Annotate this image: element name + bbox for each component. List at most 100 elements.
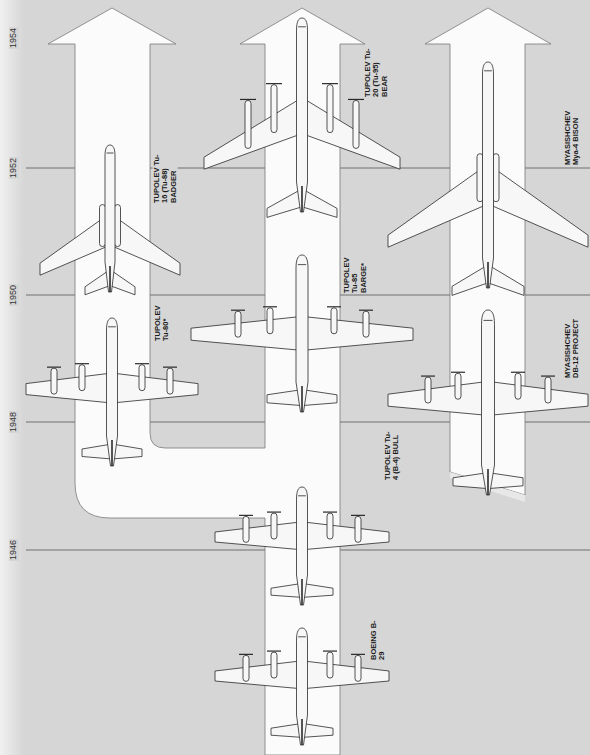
propeller xyxy=(267,650,281,651)
propeller xyxy=(323,650,337,651)
fuselage xyxy=(296,255,308,412)
lineage-band xyxy=(456,288,520,310)
aircraft-drawing xyxy=(191,255,413,412)
aircraft-drawing xyxy=(40,145,180,295)
engine-nacelle xyxy=(363,311,369,337)
aircraft-label: TUPOLEV Tu-85 BARGE* xyxy=(343,250,368,294)
engine-nacelle xyxy=(545,377,551,403)
engine-nacelle xyxy=(515,373,521,399)
year-label: 1950 xyxy=(9,284,19,306)
propeller xyxy=(231,310,245,311)
fuselage xyxy=(482,310,495,495)
year-label: 1946 xyxy=(9,539,19,561)
engine-nacelle xyxy=(79,365,85,391)
propeller xyxy=(266,83,282,84)
fin xyxy=(109,266,111,292)
propeller xyxy=(240,99,256,100)
propeller xyxy=(421,375,435,376)
aircraft-node: TUPOLEV Tu-4 (B-4) BULL xyxy=(215,487,389,605)
propeller xyxy=(239,515,253,516)
engine-nacelle xyxy=(271,513,277,539)
engine-nacelle xyxy=(235,311,241,337)
propeller xyxy=(511,372,525,373)
propeller xyxy=(323,511,337,512)
aircraft-drawing xyxy=(26,318,198,466)
aircraft-node: TUPOLEV Tu-20 (Tu-95) BEAR xyxy=(204,18,400,212)
aircraft-node: TUPOLEV Tu-80* xyxy=(26,318,198,466)
lineage-arrow-band xyxy=(425,8,551,495)
engine-nacelle xyxy=(353,100,359,148)
propeller xyxy=(359,310,373,311)
cockpit xyxy=(298,264,306,265)
engine-nacelle xyxy=(355,516,361,542)
lineage-band xyxy=(270,605,334,628)
aircraft-drawing xyxy=(215,628,389,745)
lineage-band xyxy=(112,466,280,487)
fuselage xyxy=(483,62,494,288)
fin xyxy=(301,579,303,605)
propeller xyxy=(451,372,465,373)
aircraft-label: TUPOLEV Tu-16 (Tu-88) BADGER xyxy=(153,152,178,204)
fin xyxy=(301,186,303,212)
aircraft-drawing xyxy=(215,487,389,605)
aircraft-label: BOEING B-29 xyxy=(370,619,387,661)
fin xyxy=(487,469,489,495)
engine-nacelle xyxy=(245,100,251,148)
engine-nacelle xyxy=(327,513,333,539)
propeller xyxy=(267,511,281,512)
lineage-band xyxy=(80,292,144,318)
propeller xyxy=(327,306,341,307)
propeller xyxy=(135,363,149,364)
engine-nacelle xyxy=(327,85,333,133)
engine-nacelle xyxy=(167,368,173,394)
aircraft-label: MYASISHCHEV Mya-4 BISON xyxy=(564,104,581,166)
propeller xyxy=(541,375,555,376)
fuselage xyxy=(297,18,308,212)
propeller xyxy=(348,99,364,100)
fuselage xyxy=(105,145,115,292)
fin xyxy=(487,262,489,288)
engine-nacelle xyxy=(327,652,333,678)
aircraft-label: TUPOLEV Tu-4 (B-4) BULL xyxy=(384,429,401,481)
aircraft-node: BOEING B-29 xyxy=(215,628,389,745)
lineage-band xyxy=(270,212,334,255)
fuselage xyxy=(297,487,308,605)
engine-nacelle xyxy=(267,308,273,334)
aircraft-node: MYASISHCHEV DB-12 PROJECT xyxy=(388,310,588,495)
cockpit xyxy=(484,70,492,71)
fin xyxy=(111,440,113,466)
aircraft-node: TUPOLEV Tu-85 BARGE* xyxy=(191,255,413,412)
engine-nacelle xyxy=(51,368,57,394)
engine-nacelle xyxy=(355,655,361,681)
engine-nacelle xyxy=(271,85,277,133)
year-label: 1954 xyxy=(9,27,19,49)
aircraft-drawing xyxy=(388,62,588,295)
propeller xyxy=(47,367,61,368)
year-label: 1948 xyxy=(9,411,19,433)
timeline-strip xyxy=(0,0,24,755)
year-label: 1952 xyxy=(9,157,19,179)
aircraft-label: TUPOLEV Tu-20 (Tu-95) BEAR xyxy=(364,46,389,98)
cockpit xyxy=(107,153,114,154)
propeller xyxy=(239,654,253,655)
aircraft-node: TUPOLEV Tu-16 (Tu-88) BADGER xyxy=(40,145,180,292)
cockpit xyxy=(298,495,306,496)
fin xyxy=(301,719,303,745)
fuselage xyxy=(107,318,118,466)
propeller xyxy=(263,306,277,307)
fin xyxy=(301,386,303,412)
cockpit xyxy=(298,26,306,27)
engine-nacelle xyxy=(271,652,277,678)
engine-nacelle xyxy=(243,516,249,542)
engine-nacelle xyxy=(425,377,431,403)
aircraft-label: MYASISHCHEV DB-12 PROJECT xyxy=(564,317,581,379)
propeller xyxy=(351,515,365,516)
aircraft-drawing xyxy=(388,310,588,495)
engine-nacelle xyxy=(139,365,145,391)
engine-nacelle xyxy=(243,655,249,681)
engine-nacelle xyxy=(331,308,337,334)
propeller xyxy=(163,367,177,368)
